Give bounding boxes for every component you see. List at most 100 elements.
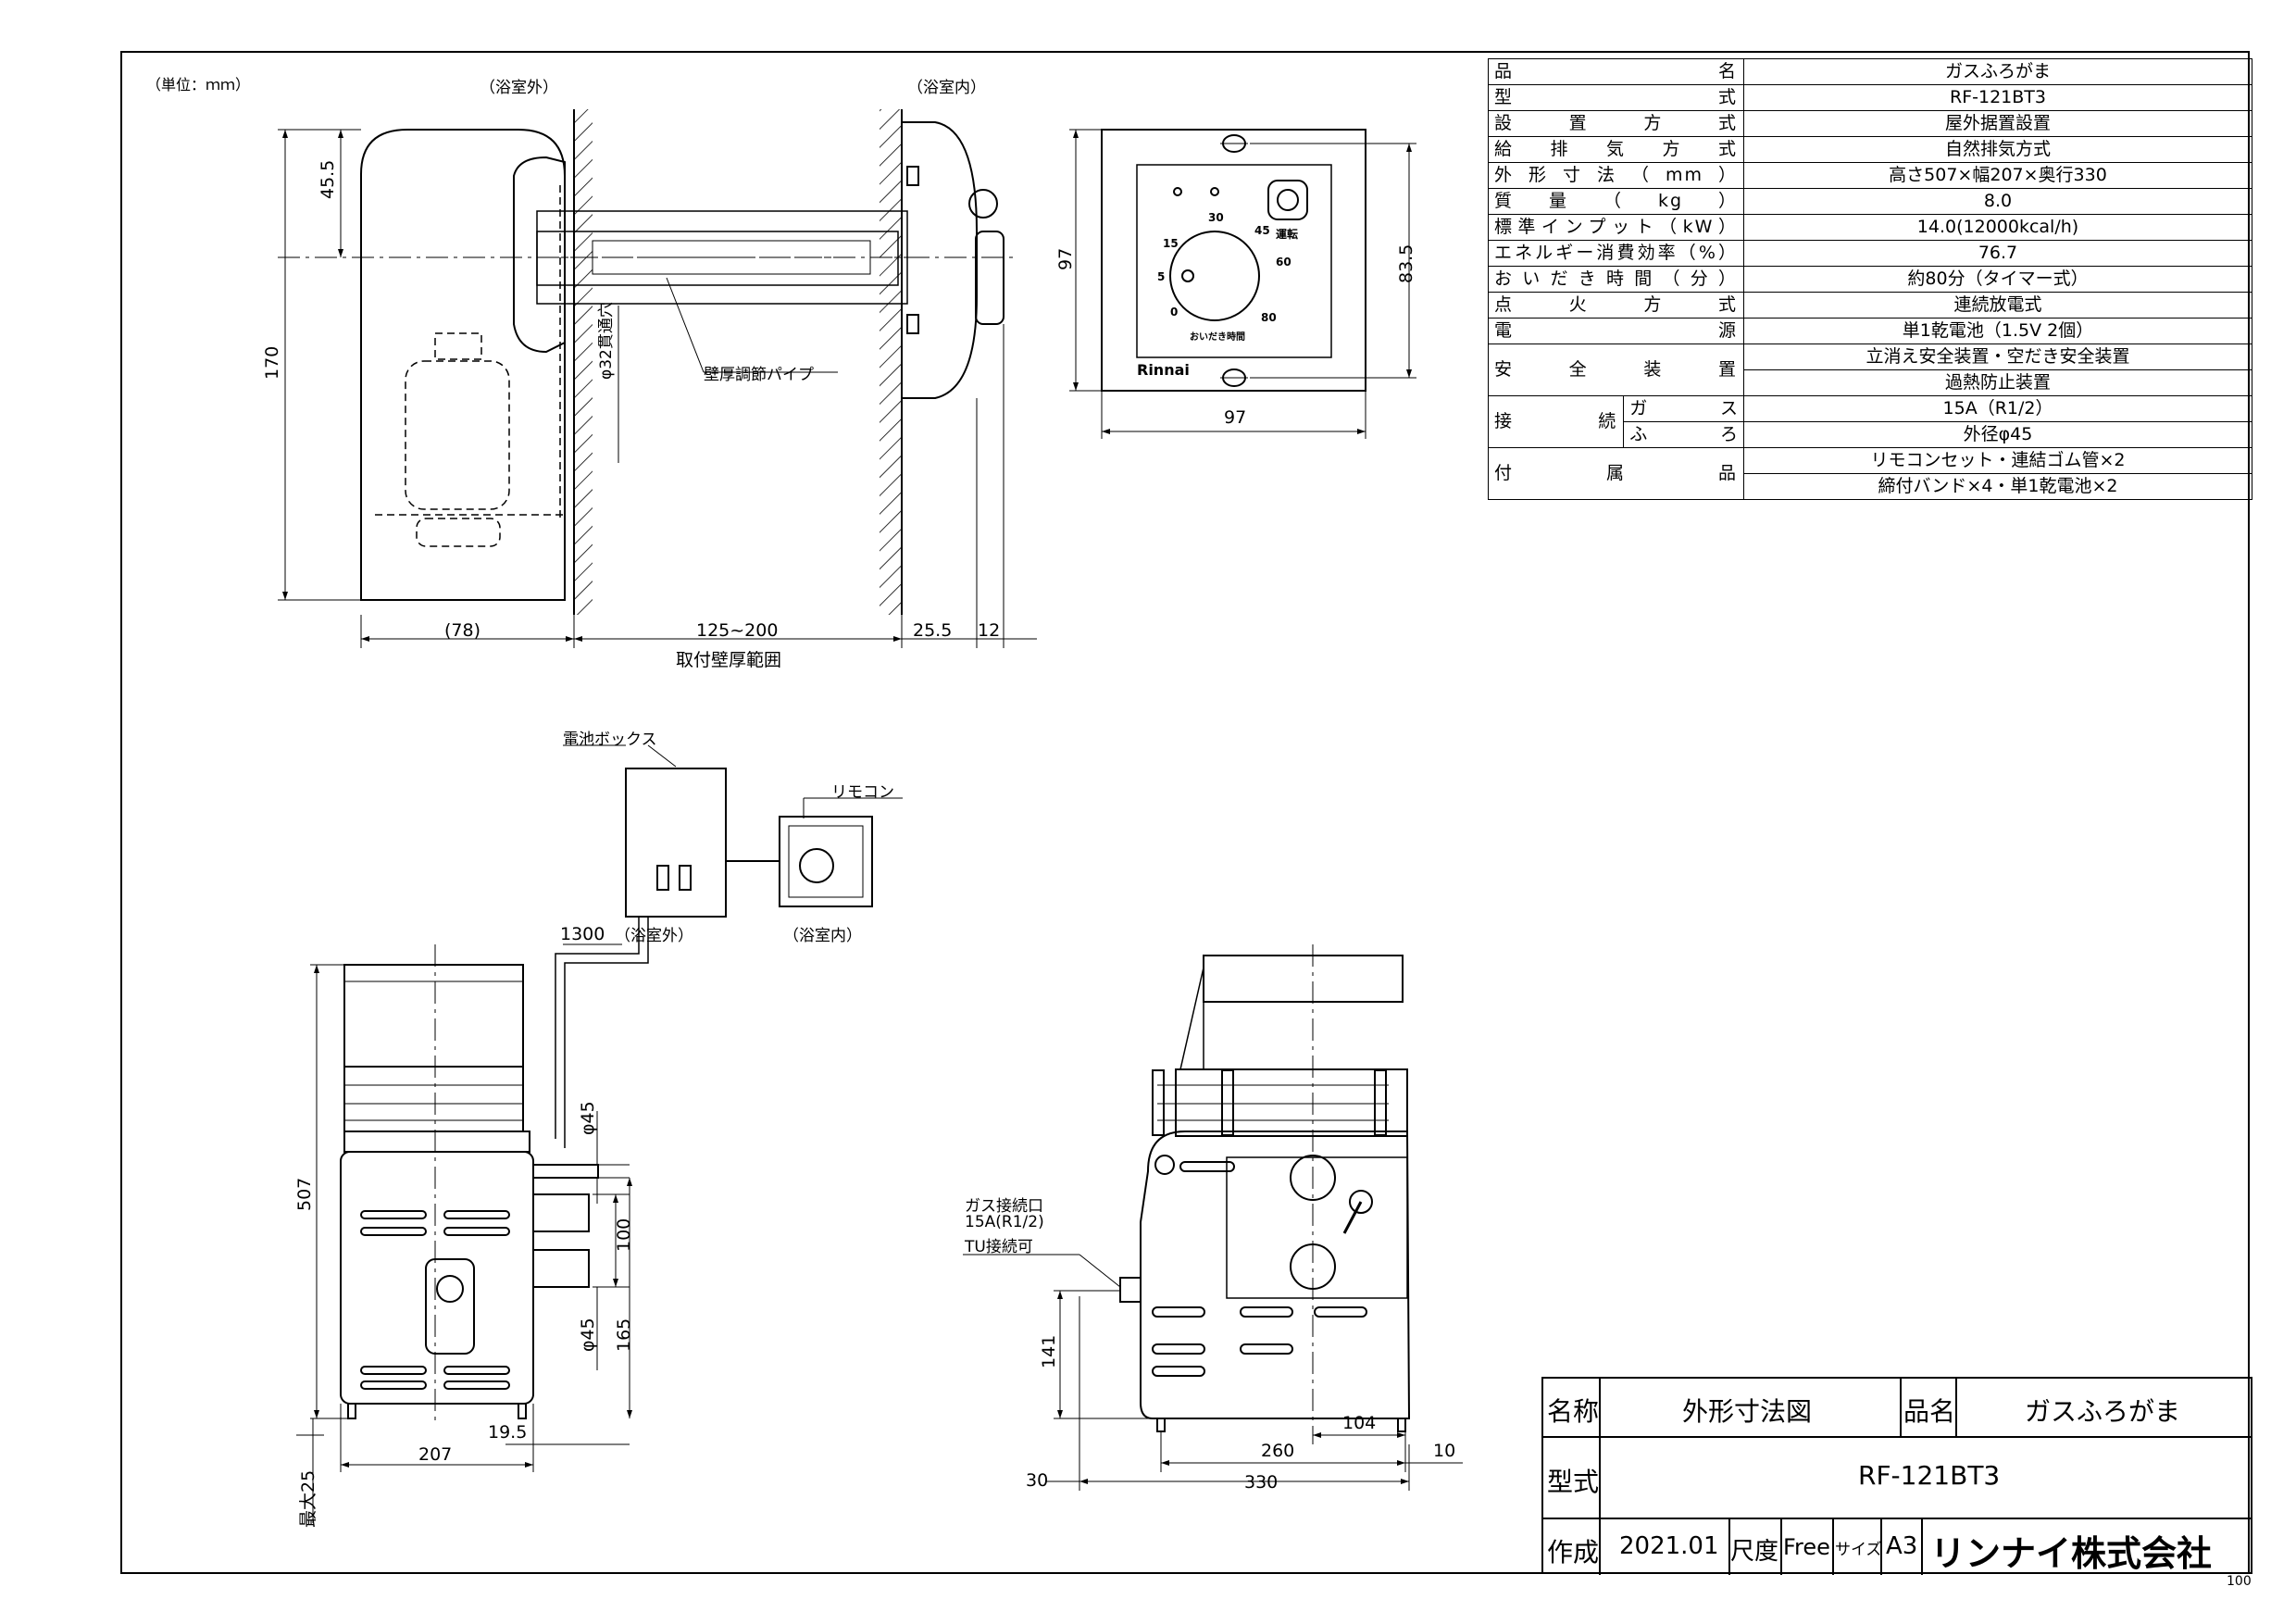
front-view (296, 944, 632, 1523)
spec-key: 標準インプット（kW） (1488, 214, 1744, 241)
dim-165: 165 (614, 1318, 634, 1352)
spec-key: 外形寸法（mm） (1488, 162, 1744, 189)
spec-value: 8.0 (1743, 188, 2252, 215)
spec-value: リモコンセット・連結ゴム管×2 (1743, 447, 2252, 474)
dim-330: 330 (1244, 1472, 1279, 1493)
spec-value: 立消え安全装置・空だき安全装置 (1743, 344, 2252, 370)
title-product-value: ガスふろがま (2025, 1396, 2181, 1427)
dim-260: 260 (1261, 1441, 1295, 1461)
spec-key: 設置方式 (1488, 110, 1744, 137)
spec-row: おいだき時間（分）約80分（タイマー式） (1488, 266, 2252, 293)
spec-key: 点火方式 (1488, 292, 1744, 319)
gas-inlet-tu: TU接続可 (965, 1238, 1033, 1256)
dim-1300: 1300 (560, 924, 605, 944)
spec-row: 質量（kg）8.0 (1488, 188, 2252, 215)
dial-30: 30 (1208, 211, 1224, 224)
side-view (963, 944, 1463, 1491)
hole-label: φ32貫通穴 (597, 302, 616, 380)
dim-78: (78) (444, 620, 481, 641)
dial-45: 45 (1254, 224, 1270, 237)
dim-170: 170 (262, 345, 282, 380)
spec-row-accessory: 付属品リモコンセット・連結ゴム管×2 (1488, 447, 2252, 500)
gas-inlet-label: ガス接続口 (965, 1197, 1043, 1216)
spec-value: RF-121BT3 (1743, 84, 2252, 111)
wall-range-label: 取付壁厚範囲 (676, 650, 782, 670)
spec-subkey-gas: ガス (1623, 395, 1744, 422)
title-created-value: 2021.01 (1619, 1532, 1719, 1560)
dim-19-5: 19.5 (488, 1422, 528, 1443)
dim-97-horizontal: 97 (1224, 407, 1247, 428)
dim-100: 100 (614, 1218, 634, 1252)
title-size-label: サイズ (1835, 1541, 1882, 1559)
spec-value: 過熱防止装置 (1743, 369, 2252, 396)
pipe-label: 壁厚調節パイプ (704, 366, 814, 384)
dial-0: 0 (1170, 306, 1179, 319)
spec-value: 連続放電式 (1743, 292, 2252, 319)
dim-phi45-upper: φ45 (578, 1101, 598, 1135)
dim-10: 10 (1433, 1441, 1456, 1461)
spec-row: 点火方式連続放電式 (1488, 292, 2252, 319)
title-scale-value: Free (1783, 1534, 1830, 1560)
spec-row: 品名ガスふろがま (1488, 58, 2252, 85)
dim-207: 207 (418, 1444, 453, 1465)
spec-key-connect: 接続 (1487, 395, 1625, 448)
max-25-label: 最大25 (298, 1469, 318, 1528)
spec-value: 自然排気方式 (1743, 136, 2252, 163)
dim-141: 141 (1039, 1334, 1059, 1368)
spec-key: 型式 (1488, 84, 1744, 111)
dim-507: 507 (294, 1177, 315, 1211)
spec-row: 設置方式屋外据置設置 (1488, 110, 2252, 137)
remote-front-view (1069, 129, 1416, 439)
spec-row-accessory-2: 締付バンド×4・単1乾電池×2 (1489, 473, 2252, 500)
dim-12: 12 (978, 620, 1001, 641)
dim-25-5: 25.5 (913, 620, 953, 641)
spec-subkey-bath: ふろ (1623, 421, 1744, 448)
spec-key: 質量（kg） (1488, 188, 1744, 215)
spec-key: 給排気方式 (1488, 136, 1744, 163)
dim-97-vertical: 97 (1055, 247, 1076, 270)
title-name-value: 外形寸法図 (1682, 1396, 1813, 1427)
spec-key: エネルギー消費効率（%） (1488, 240, 1744, 267)
dial-5: 5 (1157, 270, 1166, 283)
inside-label: （浴室内） (907, 79, 986, 97)
spec-row-connect-2: ふろ外径φ45 (1489, 421, 2252, 448)
spec-value: 約80分（タイマー式） (1743, 266, 2252, 293)
rinnai-logo: Rinnai (1137, 361, 1190, 379)
dim-83-5: 83.5 (1396, 244, 1416, 283)
remote-timer-label: おいだき時間 (1190, 332, 1245, 343)
spec-value: 76.7 (1743, 240, 2252, 267)
spec-row: 電源単1乾電池（1.5V 2個） (1488, 318, 2252, 344)
spec-value: 14.0(12000kcal/h) (1743, 214, 2252, 241)
unit-note: （単位：ｍｍ） (146, 76, 251, 94)
company-name: リンナイ株式会社 (1930, 1533, 2213, 1574)
title-model-value: RF-121BT3 (1858, 1460, 2001, 1491)
spec-row: 外形寸法（mm）高さ507×幅207×奥行330 (1488, 162, 2252, 189)
title-created-label: 作成 (1547, 1537, 1600, 1568)
dim-125-200: 125~200 (696, 620, 779, 641)
title-scale-label: 尺度 (1730, 1538, 1779, 1566)
dim-30: 30 (1026, 1470, 1049, 1491)
dim-phi45-lower: φ45 (578, 1318, 598, 1352)
outside-label-2: （浴室外） (615, 927, 693, 945)
dial-80: 80 (1261, 311, 1277, 324)
spec-value: 高さ507×幅207×奥行330 (1743, 162, 2252, 189)
spec-row: 標準インプット（kW）14.0(12000kcal/h) (1488, 214, 2252, 241)
remote-run-label: 運転 (1276, 228, 1299, 241)
spec-key-accessory: 付属品 (1488, 447, 1744, 500)
title-block: 名称 外形寸法図 品名 ガスふろがま 型式 RF-121BT3 作成 2021.… (1541, 1377, 2252, 1575)
wiring-diagram (555, 744, 903, 1148)
dial-60: 60 (1276, 256, 1292, 269)
remote-label: リモコン (831, 783, 894, 802)
spec-value: 締付バンド×4・単1乾電池×2 (1743, 473, 2252, 500)
outside-label: （浴室外） (480, 79, 558, 97)
battery-box-label: 電池ボックス (563, 731, 657, 749)
spec-key-safety: 安全装置 (1488, 344, 1744, 396)
spec-row: 給排気方式自然排気方式 (1488, 136, 2252, 163)
sheet-number: 100 (2227, 1574, 2252, 1589)
spec-value: 15A（R1/2） (1743, 395, 2252, 422)
title-size-value: A3 (1886, 1532, 1918, 1560)
